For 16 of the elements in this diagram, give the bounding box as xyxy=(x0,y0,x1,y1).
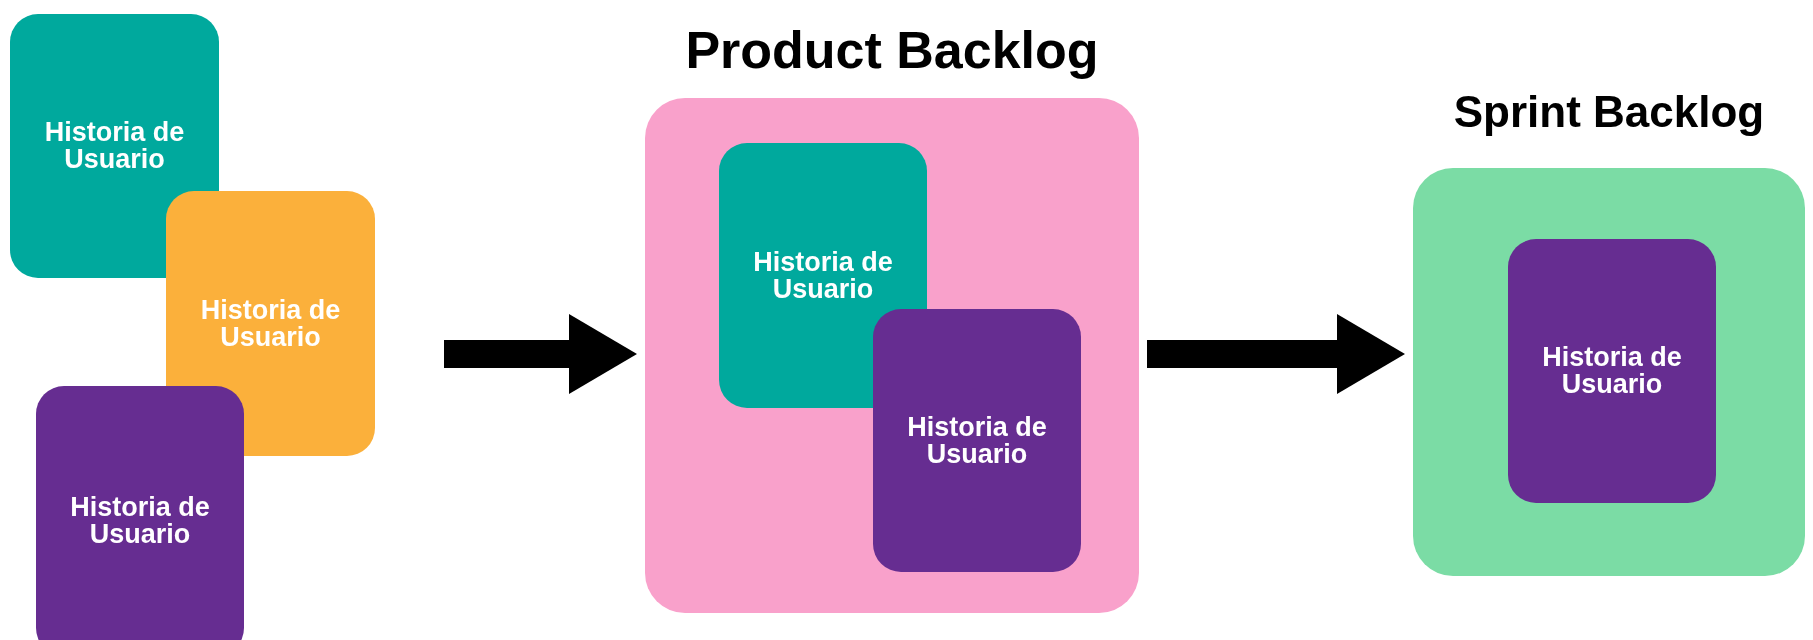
story-card xyxy=(10,14,219,278)
panel-heading: Sprint Backlog xyxy=(1453,88,1765,138)
card-label: Historia de Usuario xyxy=(1541,344,1683,398)
card-label: Historia de Usuario xyxy=(43,119,186,173)
card-label: Historia de Usuario xyxy=(752,248,894,303)
story-card xyxy=(166,191,375,456)
story-card xyxy=(873,309,1081,572)
card-label: Historia de Usuario xyxy=(906,413,1048,468)
arrow xyxy=(444,314,637,394)
story-card xyxy=(1508,239,1716,503)
card-label: Historia de Usuario xyxy=(199,296,342,351)
card-label: Historia de Usuario xyxy=(69,494,211,548)
story-card xyxy=(36,386,244,640)
arrow xyxy=(1147,314,1405,394)
story-card xyxy=(719,143,927,408)
panel-heading: Product Backlog xyxy=(685,22,1099,81)
